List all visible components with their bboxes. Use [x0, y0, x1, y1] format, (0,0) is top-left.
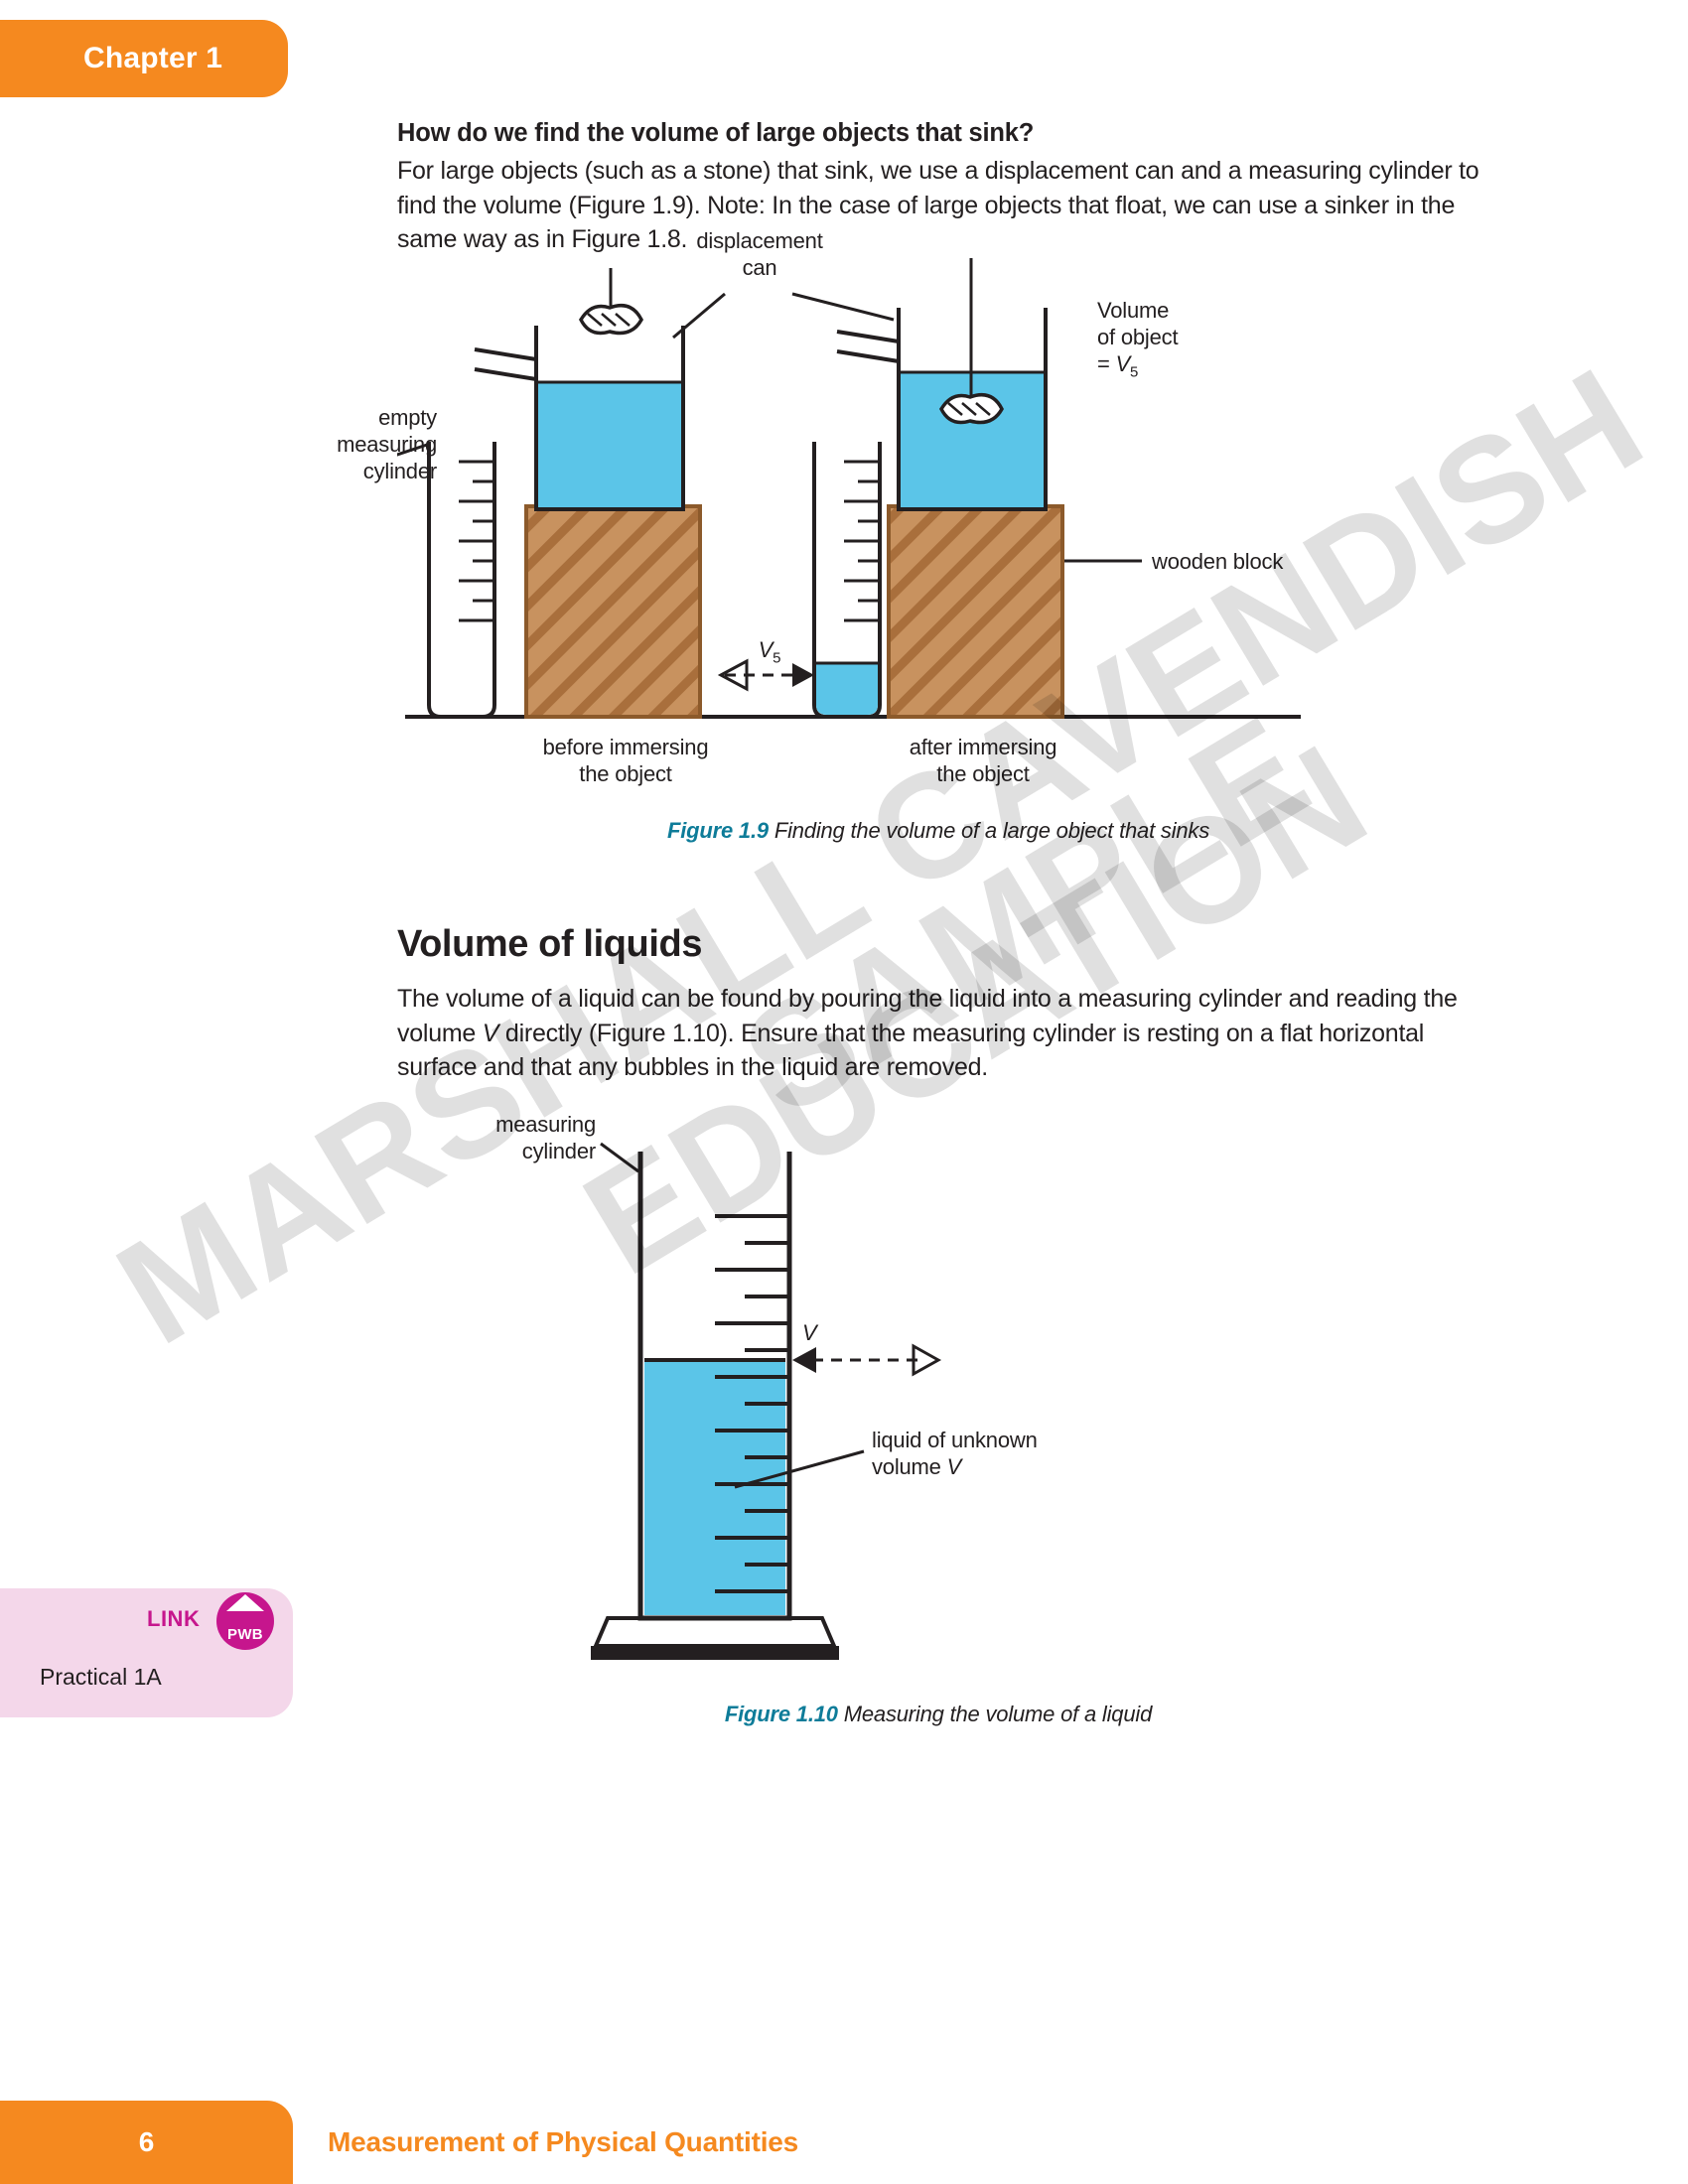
figure-1-9-caption-text: Finding the volume of a large object tha… [774, 818, 1210, 843]
label-after-line1: after immersing [909, 735, 1057, 759]
label-liquid-line1: liquid of unknown [872, 1428, 1038, 1452]
label-v5-symbol: V [758, 637, 774, 662]
liquids-para-b: directly (Figure 1.10). Ensure that the … [397, 1019, 1425, 1082]
label-volume-line2: of object [1097, 324, 1179, 349]
label-v-symbol: V [802, 1320, 817, 1345]
stone-right [939, 258, 1004, 425]
label-liquid-line2a: volume [872, 1453, 947, 1479]
link-label: LINK [147, 1606, 201, 1631]
label-before-line2: the object [579, 760, 672, 786]
intro-heading: How do we find the volume of large objec… [397, 119, 1035, 147]
label-after-immersing: after immersing the object [864, 735, 1102, 788]
label-after-line2: the object [936, 760, 1030, 786]
link-box[interactable]: LINK PWB Practical 1A [0, 1588, 293, 1717]
label-displacement-can-line1: displacement [696, 228, 823, 253]
wooden-block-right [887, 504, 1064, 719]
label-volume-sub: 5 [1130, 363, 1139, 381]
label-v5-sub: 5 [773, 649, 781, 667]
label-v5-marker: V5 [725, 637, 814, 668]
label-wooden-block-text: wooden block [1152, 549, 1284, 574]
volume-of-liquids-paragraph: The volume of a liquid can be found by p… [397, 982, 1479, 1085]
chapter-tab: Chapter 1 [0, 20, 288, 97]
liquids-para-italic: V [482, 1019, 499, 1047]
figure-1-9-caption: Figure 1.9 Finding the volume of a large… [397, 818, 1479, 844]
practical-label: Practical 1A [40, 1664, 162, 1690]
figure-1-10-diagram: measuring cylinder V liquid of unknown v… [397, 1112, 1479, 1678]
label-volume-symbol: V [1115, 350, 1131, 376]
chapter-tab-label: Chapter 1 [83, 42, 223, 74]
empty-measuring-cylinder [427, 442, 496, 719]
pwb-house-roof-icon [226, 1594, 264, 1611]
label-liquid-volume-symbol: V [946, 1453, 962, 1479]
label-displacement-can: displacement can [650, 228, 869, 282]
label-empty-line3: cylinder [362, 458, 437, 483]
footer-chapter-title: Measurement of Physical Quantities [328, 2126, 799, 2157]
label-liquid-unknown-volume: liquid of unknown volume V [872, 1428, 1150, 1481]
volume-of-liquids-block: Volume of liquids The volume of a liquid… [397, 923, 1479, 1085]
figure-1-9-diagram: displacement can Volume of object = V5 e… [337, 228, 1479, 794]
displacement-can-right [836, 258, 1048, 511]
intro-block: How do we find the volume of large objec… [397, 117, 1479, 257]
label-empty-line2: measuring [337, 431, 437, 457]
eye-level-arrow [792, 1343, 942, 1377]
figure-1-10-caption-text: Measuring the volume of a liquid [843, 1702, 1153, 1726]
label-v-volume-marker: V [802, 1320, 817, 1347]
figure-1-10-caption-number: Figure 1.10 [724, 1702, 838, 1726]
intro-paragraph: For large objects (such as a stone) that… [397, 157, 1479, 254]
measuring-cylinder-right [812, 442, 882, 719]
label-wooden-block: wooden block [1152, 549, 1283, 576]
label-before-immersing: before immersing the object [506, 735, 745, 788]
footer-page-number: 6 [138, 2126, 155, 2157]
label-before-line1: before immersing [542, 735, 709, 759]
liquids-para-a: The volume of a liquid can be found by p… [397, 985, 1458, 1047]
wooden-block-left [524, 504, 702, 719]
label-measuring-cylinder: measuring cylinder [367, 1112, 596, 1165]
label-measuring-line2: cylinder [521, 1138, 596, 1163]
displacement-can-left [474, 326, 685, 511]
label-measuring-line1: measuring [495, 1112, 596, 1137]
label-volume-line1: Volume [1097, 298, 1170, 323]
figure-1-10-caption: Figure 1.10 Measuring the volume of a li… [397, 1702, 1479, 1727]
footer-page-tab: 6 [0, 2101, 293, 2184]
volume-of-liquids-heading: Volume of liquids [397, 923, 703, 965]
label-displacement-can-line2: can [742, 254, 777, 280]
stone-left [579, 268, 643, 336]
label-empty-line1: empty [378, 405, 437, 430]
figure-1-9-svg [397, 258, 1301, 719]
label-empty-measuring-cylinder: empty measuring cylinder [218, 405, 437, 484]
pwb-badge-label: PWB [227, 1626, 263, 1643]
volume-measure-arrow [717, 658, 814, 692]
label-volume-of-object: Volume of object = V5 [1097, 298, 1179, 381]
figure-1-9-caption-number: Figure 1.9 [666, 818, 769, 843]
figure-1-10-svg [591, 1142, 942, 1660]
